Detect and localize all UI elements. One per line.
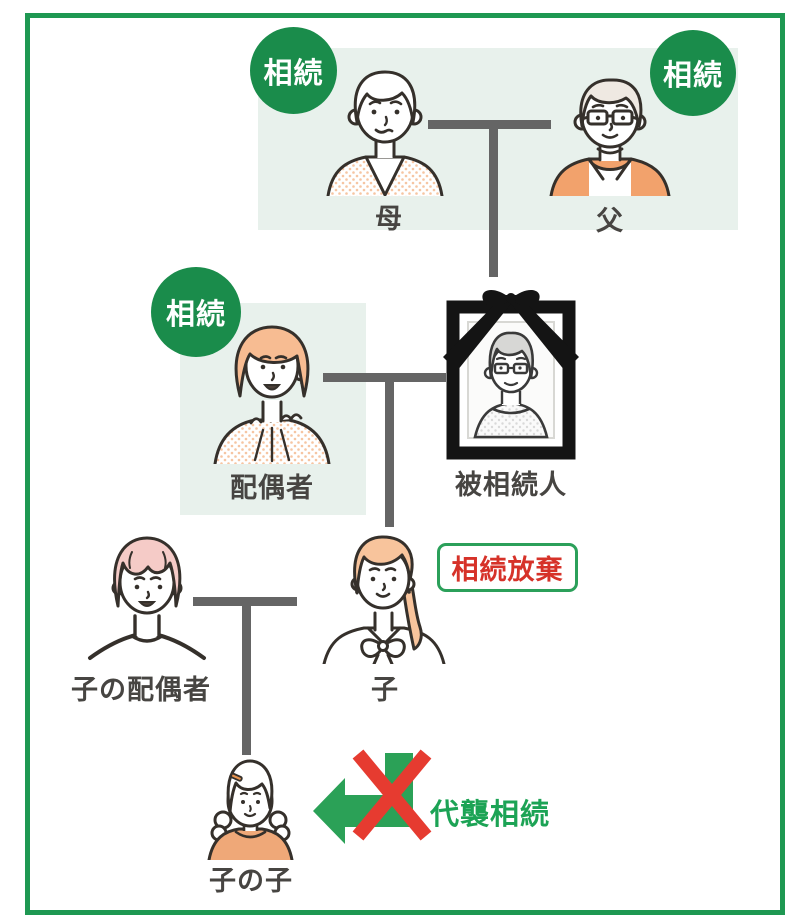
- connector-parents-to-deceased: [489, 120, 498, 277]
- substitute-inheritance-label: 代襲相続: [430, 797, 551, 831]
- inherit-badge-spouse-label: 相続: [165, 297, 226, 331]
- deceased-memorial-photo-illustration: [443, 290, 579, 460]
- spouse-label: 配偶者: [230, 473, 314, 504]
- deceased-label: 被相続人: [455, 470, 567, 501]
- inherit-badge-father: 相続: [650, 30, 736, 116]
- substitute-inheritance-arrow-icon: [313, 753, 413, 844]
- renounce-inheritance-badge-label: 相続放棄: [451, 555, 564, 586]
- child-spouse-label: 子の配偶者: [71, 675, 211, 706]
- mother-label: 母: [375, 204, 403, 235]
- connector-child-couple-to-grandchild: [242, 597, 251, 755]
- child-label: 子: [371, 675, 399, 706]
- child-illustration: [322, 535, 446, 664]
- renounce-inheritance-badge: 相続放棄: [437, 543, 578, 592]
- spouse-illustration: [213, 325, 331, 464]
- connector-couple-to-child: [385, 373, 394, 527]
- mother-illustration: [326, 70, 444, 196]
- inherit-badge-spouse: 相続: [151, 267, 241, 357]
- inherit-badge-mother-label: 相続: [263, 55, 324, 90]
- connector-spouse-deceased-horizontal: [323, 373, 446, 382]
- father-label: 父: [596, 206, 624, 237]
- grandchild-illustration: [207, 759, 294, 860]
- grandchild-label: 子の子: [209, 866, 293, 897]
- blocked-cross-icon: [352, 749, 432, 841]
- inherit-badge-father-label: 相続: [662, 58, 723, 92]
- child-spouse-illustration: [88, 536, 206, 660]
- inherit-badge-mother: 相続: [250, 27, 337, 114]
- diagram-border-frame: [25, 13, 785, 915]
- father-illustration: [549, 78, 671, 196]
